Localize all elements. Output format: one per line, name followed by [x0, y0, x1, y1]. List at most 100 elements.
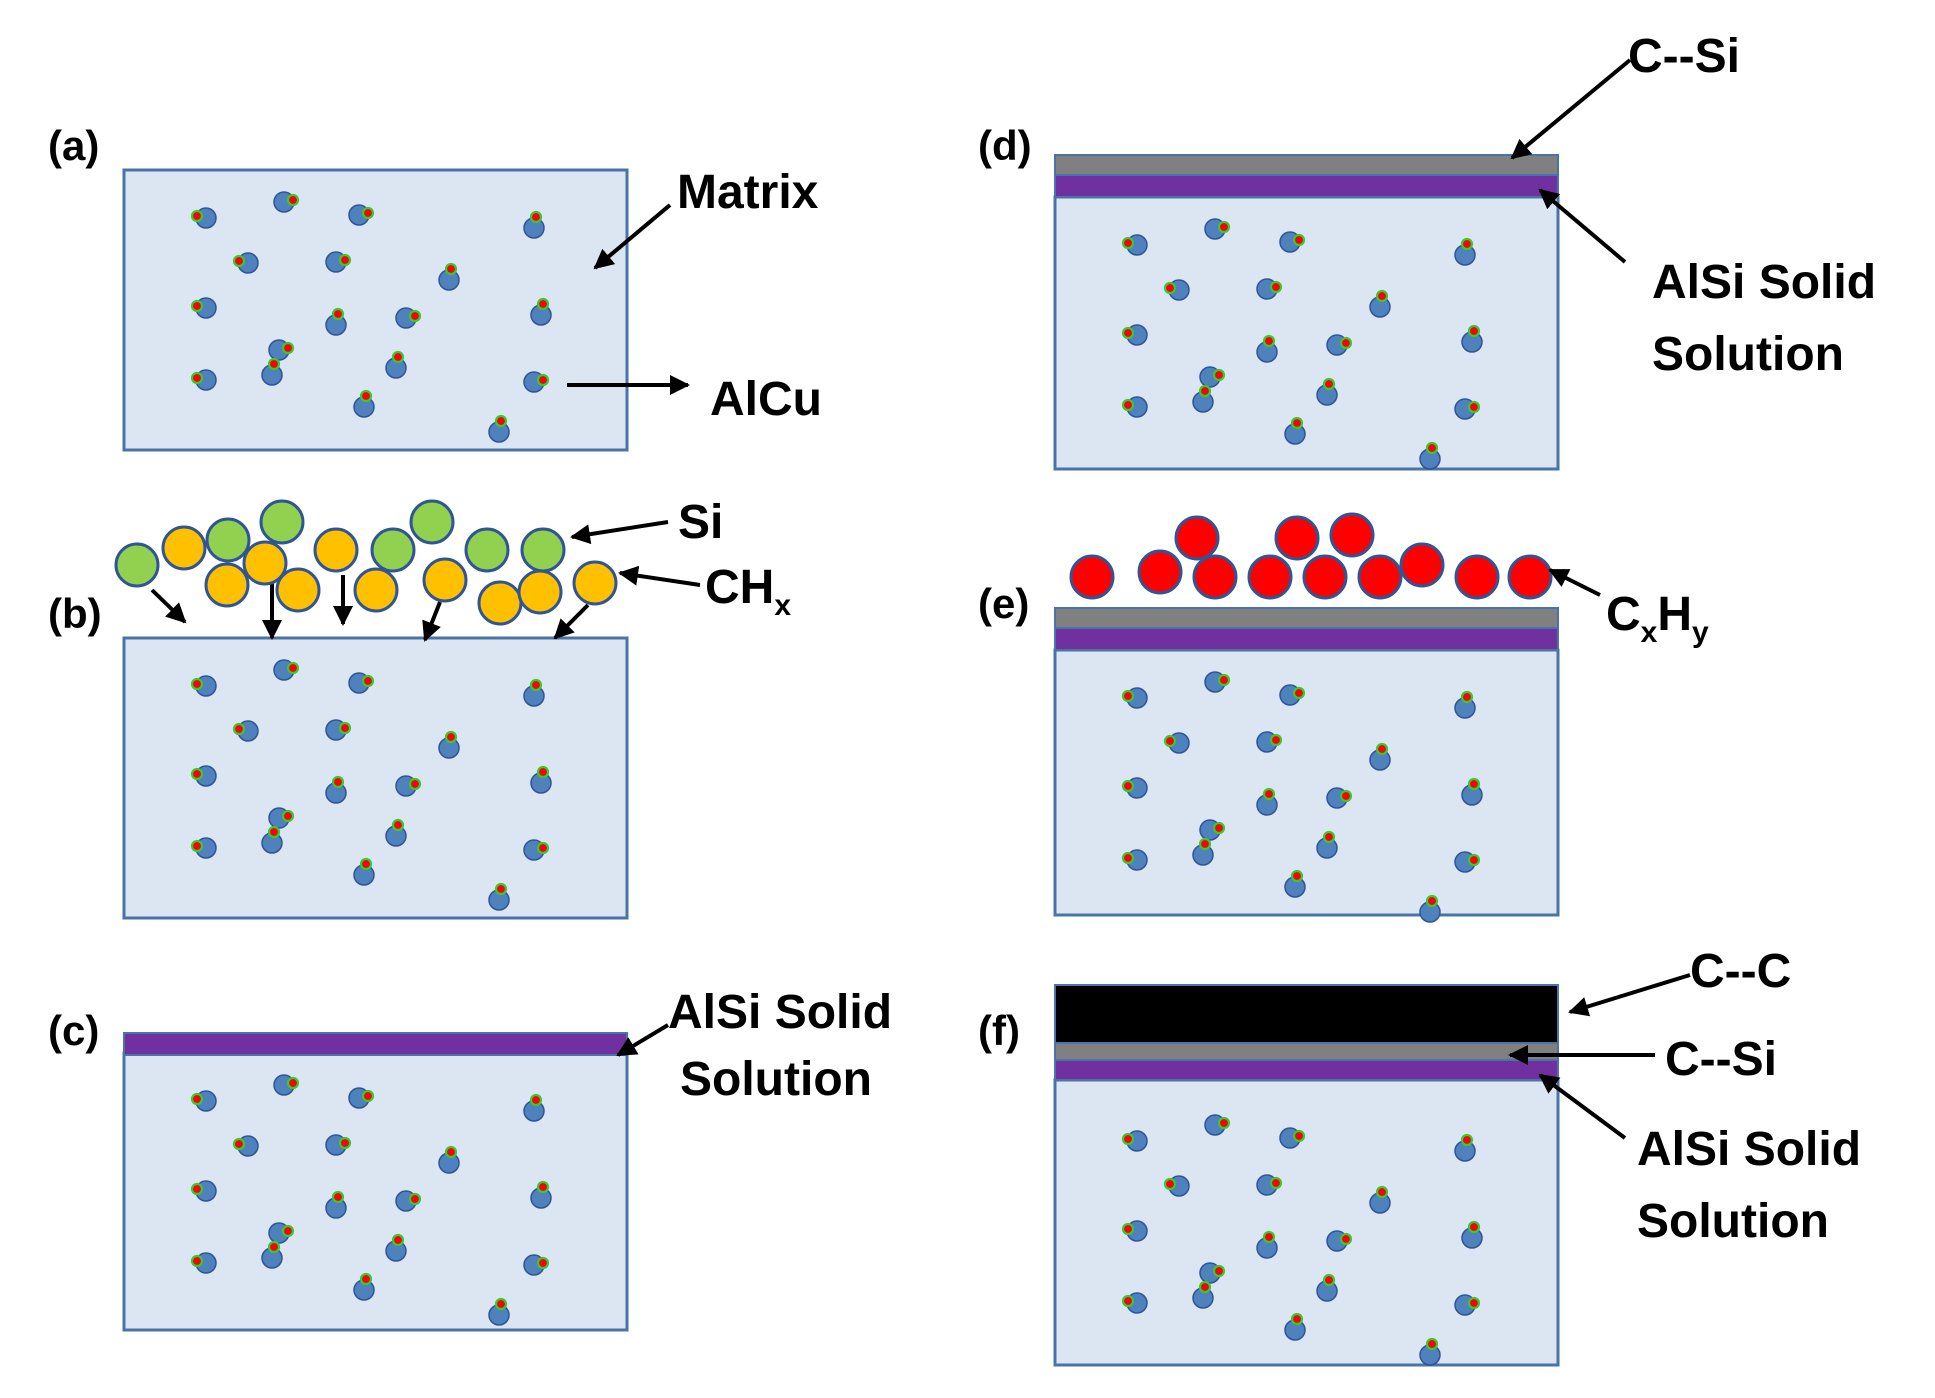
- cu-dot: [536, 1256, 550, 1270]
- cu-dot: [281, 809, 295, 823]
- chx-label: CHx: [705, 561, 791, 622]
- panel-e-alsi-layer: [1054, 627, 1559, 651]
- chx-atom: [422, 557, 468, 603]
- panel-f-csi-label: C--Si: [1665, 1033, 1777, 1086]
- chx-sub: x: [774, 589, 791, 622]
- chx-atom: [517, 569, 563, 615]
- cu-dot: [361, 1089, 375, 1103]
- cu-dot: [267, 825, 281, 839]
- cu-dot: [1121, 689, 1135, 703]
- deposition-arrow: [150, 588, 187, 624]
- cu-dot: [1121, 1222, 1135, 1236]
- cu-dot: [1467, 853, 1481, 867]
- cu-dot: [286, 1076, 300, 1090]
- cu-dot: [190, 1092, 204, 1106]
- cu-dot: [1269, 1176, 1283, 1190]
- cu-dot: [1121, 398, 1135, 412]
- cu-dot: [1121, 851, 1135, 865]
- cxhy-atom: [1329, 512, 1375, 558]
- cu-dot: [1217, 1116, 1231, 1130]
- cu-dot: [1212, 821, 1226, 835]
- cu-dot: [1425, 441, 1439, 455]
- cu-dot: [1121, 1132, 1135, 1146]
- cxhy-atom: [1069, 554, 1115, 600]
- panel-e-label: (e): [978, 580, 1029, 627]
- cu-dot: [408, 777, 422, 791]
- chx-main: CH: [705, 561, 774, 614]
- panel-c-alsi-layer: [123, 1032, 628, 1056]
- si-atom: [114, 542, 160, 588]
- panel-e-csi-layer: [1054, 607, 1559, 629]
- panel-f-label: (f): [978, 1007, 1020, 1054]
- cu-dot: [232, 1137, 246, 1151]
- cu-dot: [359, 1272, 373, 1286]
- panel-f-particles: [1121, 1114, 1483, 1366]
- cu-dot: [1467, 324, 1481, 338]
- cu-dot: [1198, 384, 1212, 398]
- cu-dot: [286, 193, 300, 207]
- cxhy-atom: [1399, 542, 1445, 588]
- panel-f-alsi-line2: Solution: [1637, 1195, 1829, 1248]
- cu-dot: [190, 299, 204, 313]
- cu-dot: [331, 775, 345, 789]
- matrix-label: Matrix: [677, 166, 819, 219]
- cu-dot: [361, 206, 375, 220]
- alsi-arrow: [1538, 1073, 1627, 1140]
- cu-dot: [267, 1240, 281, 1254]
- cu-dot: [190, 767, 204, 781]
- cu-dot: [190, 1182, 204, 1196]
- cu-dot: [1460, 690, 1474, 704]
- cu-dot: [536, 765, 550, 779]
- chx-atom: [161, 525, 207, 571]
- cu-dot: [281, 1224, 295, 1238]
- panel-d-csi-label: C--Si: [1628, 30, 1740, 83]
- panel-f-cc-layer: [1054, 984, 1559, 1044]
- cxhy-y: y: [1692, 616, 1709, 649]
- chx-atom: [204, 562, 250, 608]
- cxhy-h: H: [1657, 588, 1692, 641]
- panel-f-csi-layer: [1054, 1042, 1559, 1061]
- cu-dot: [338, 253, 352, 267]
- cu-dot: [529, 210, 543, 224]
- cu-dot: [1425, 1337, 1439, 1351]
- cu-dot: [190, 839, 204, 853]
- si-arrow: [570, 520, 669, 545]
- cu-dot: [1339, 336, 1353, 350]
- deposition-arrow: [553, 603, 590, 640]
- cxhy-atom: [1507, 554, 1553, 600]
- panel-a: (a) Matrix AlCu: [48, 122, 822, 452]
- alcu-label: AlCu: [710, 373, 822, 426]
- cu-dot: [529, 678, 543, 692]
- panel-c-particles: [190, 1074, 552, 1326]
- panel-f-alsi-line1: AlSi Solid: [1637, 1123, 1861, 1176]
- cu-dot: [1292, 686, 1306, 700]
- panel-d-particles: [1121, 218, 1483, 470]
- cu-dot: [1212, 368, 1226, 382]
- cu-dot: [391, 818, 405, 832]
- cu-dot: [1460, 237, 1474, 251]
- cu-dot: [338, 721, 352, 735]
- cu-dot: [190, 1254, 204, 1268]
- cu-dot: [1198, 837, 1212, 851]
- cxhy-atom: [1247, 554, 1293, 600]
- cu-dot: [391, 350, 405, 364]
- cu-dot: [1121, 236, 1135, 250]
- panel-b: (b) Si CHx: [48, 496, 791, 920]
- cu-dot: [536, 297, 550, 311]
- cu-dot: [1290, 1312, 1304, 1326]
- cu-dot: [361, 674, 375, 688]
- cu-dot: [1292, 1129, 1306, 1143]
- panel-d-alsi-layer: [1054, 174, 1559, 198]
- panel-d: (d) C--Si AlSi Solid Solution: [978, 30, 1876, 471]
- cu-dot: [1467, 400, 1481, 414]
- cxhy-atom: [1174, 515, 1220, 561]
- cxhy-atom: [1357, 554, 1403, 600]
- matrix-arrow: [593, 203, 672, 270]
- cu-dot: [1322, 377, 1336, 391]
- cxhy-atom: [1192, 554, 1238, 600]
- cxhy-atom: [1137, 549, 1183, 595]
- cu-dot: [1322, 1273, 1336, 1287]
- chx-arrow: [618, 565, 701, 587]
- panel-f: (f) C--C C--Si AlSi Solid Solution: [978, 945, 1861, 1367]
- csi-arrow: [1510, 58, 1632, 160]
